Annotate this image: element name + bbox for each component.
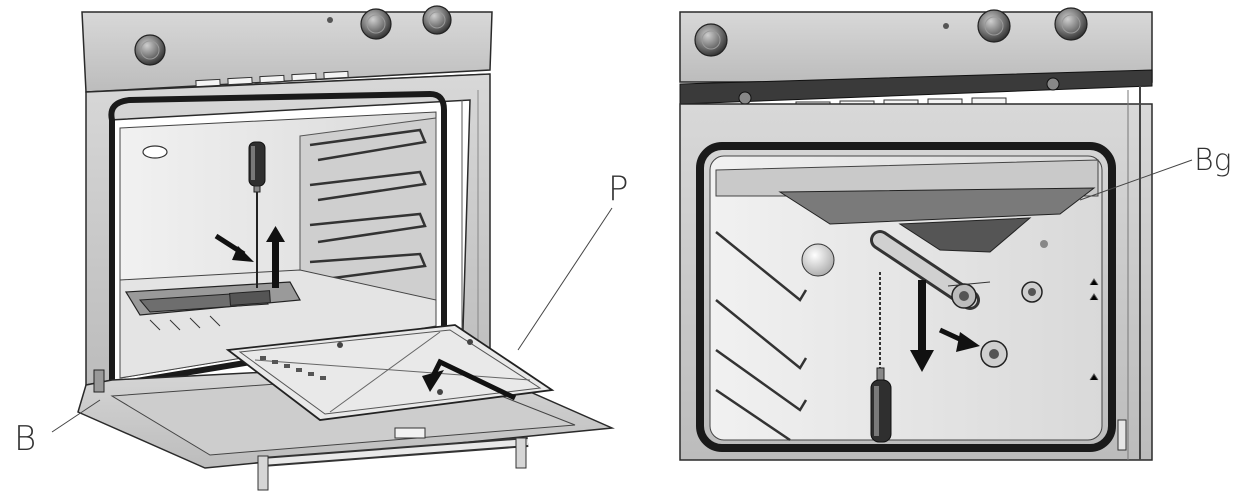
callout-label-panel: P xyxy=(608,169,629,209)
leader-line xyxy=(517,207,613,351)
knob xyxy=(422,5,452,35)
arrow-diagonal-icon xyxy=(214,233,254,262)
arrow-down-icon xyxy=(910,280,934,372)
cavity-seal xyxy=(696,142,1116,452)
cavity-ceiling xyxy=(715,159,1099,197)
arrow-diagonal-icon xyxy=(938,327,980,352)
screwdriver-icon xyxy=(248,141,266,288)
burner-assembly xyxy=(124,281,301,331)
right-figure: Bg xyxy=(679,7,1232,461)
shelf-runners xyxy=(309,128,427,282)
control-panel xyxy=(81,11,493,93)
knob xyxy=(134,34,166,66)
left-figure: B P xyxy=(14,5,629,491)
cavity-seal xyxy=(108,90,447,389)
screwdriver-icon xyxy=(870,272,892,443)
shelf-runners xyxy=(715,231,808,442)
fixing-nut xyxy=(980,340,1008,368)
callout-label-grill-burner: Bg xyxy=(1194,143,1232,178)
leader-line xyxy=(51,399,101,433)
knob xyxy=(694,23,728,57)
knob xyxy=(1054,7,1088,41)
fixing-nut xyxy=(1021,281,1043,303)
leader-line xyxy=(1079,159,1193,201)
bottom-panel xyxy=(225,324,555,421)
knob xyxy=(977,9,1011,43)
knob xyxy=(360,8,392,40)
callout-label-burner: B xyxy=(14,419,36,459)
door-handle xyxy=(257,437,529,491)
vent-slots xyxy=(195,70,349,88)
arrow-diagonal-icon xyxy=(422,358,517,401)
grill-burner xyxy=(870,230,991,310)
arrow-up-icon xyxy=(266,226,285,288)
